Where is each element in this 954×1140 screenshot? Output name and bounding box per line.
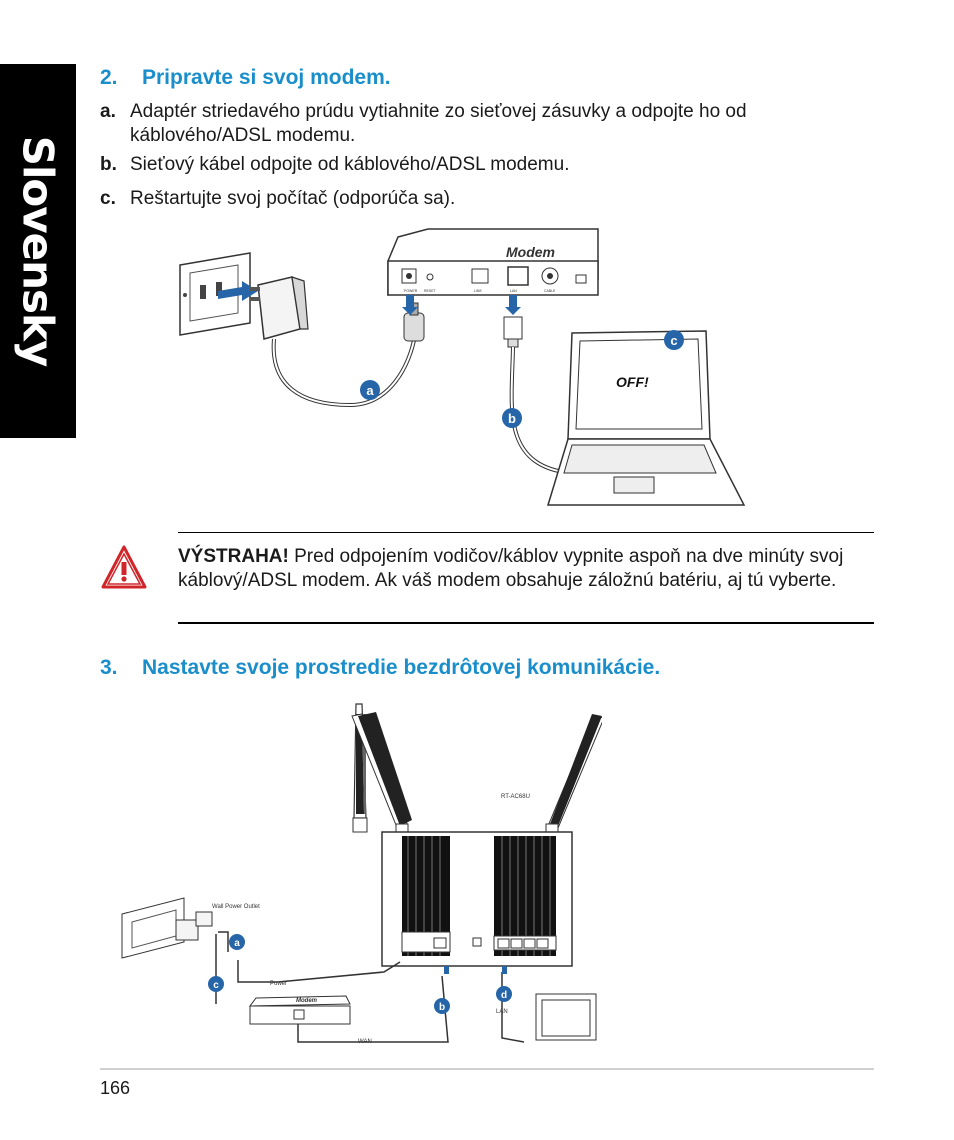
modem-device-small: Modem <box>248 995 351 1025</box>
wall-outlet-label: Wall Power Outlet <box>212 904 260 910</box>
ethernet-plug <box>503 316 523 348</box>
callout-b-small-icon: b <box>434 998 450 1014</box>
wan-label: WAN <box>358 1039 372 1045</box>
svg-text:b: b <box>508 411 516 426</box>
warning-top-rule <box>178 532 874 533</box>
modem-label: Modem <box>506 244 555 260</box>
item-text: Reštartujte svoj počítač (odporúča sa). <box>130 188 456 209</box>
port-label-reset: RESET <box>424 289 437 293</box>
antennas <box>351 703 602 837</box>
step2-heading: 2. Pripravte si svoj modem. <box>100 66 391 90</box>
step3-number: 3. <box>100 656 118 679</box>
router-setup-figure: RT-AC68U Wall Power Outlet Power WAN <box>121 703 602 1045</box>
step2-item-b: b. Sieťový kábel odpojte od káblového/AD… <box>100 153 860 177</box>
modem-label-small: Modem <box>296 998 318 1004</box>
svg-text:d: d <box>501 990 507 1001</box>
footer-rule <box>100 1068 874 1070</box>
callout-c-small-icon: c <box>208 976 224 992</box>
warning-text: VÝSTRAHA! Pred odpojením vodičov/káblov … <box>178 545 868 593</box>
warning-bottom-rule <box>178 622 874 624</box>
step2-title: Pripravte si svoj modem. <box>142 66 391 89</box>
router-model-label: RT-AC68U <box>501 794 530 800</box>
callout-a-icon: a <box>360 380 380 400</box>
step2-item-a: a. Adaptér striedavého prúdu vytiahnite … <box>100 100 860 148</box>
port-label-cable: CABLE <box>544 289 556 293</box>
language-side-tab: Slovensky <box>0 64 76 438</box>
unplug-power-arrow-icon <box>406 295 414 307</box>
warning-icon <box>101 545 147 589</box>
callout-a-small-icon: a <box>229 934 245 950</box>
unplug-lan-arrow-icon <box>509 295 517 307</box>
laptop-screen-text: OFF! <box>616 374 649 390</box>
item-label: a. <box>100 101 116 122</box>
item-text: Sieťový kábel odpojte od káblového/ADSL … <box>130 154 570 175</box>
item-label: b. <box>100 154 117 175</box>
power-label: Power <box>270 981 287 987</box>
svg-text:a: a <box>366 383 374 398</box>
wall-outlet-small <box>121 897 213 959</box>
port-label-power: POWER <box>404 289 418 293</box>
lan-arrow-icon <box>502 966 507 974</box>
modem-device: Modem POWER RESET LINE LAN CABLE <box>387 228 599 296</box>
callout-b-icon: b <box>502 408 522 428</box>
warning-title: VÝSTRAHA! <box>178 546 289 567</box>
port-label-line: LINE <box>474 289 482 293</box>
power-adapter <box>250 276 309 340</box>
wall-outlet <box>179 252 251 336</box>
lan-label: LAN <box>496 1009 508 1015</box>
laptop: OFF! <box>546 330 746 506</box>
callout-c-icon: c <box>664 330 684 350</box>
step2-item-c: c. Reštartujte svoj počítač (odporúča sa… <box>100 187 860 211</box>
modem-disconnect-figure: Modem POWER RESET LINE LAN CABLE OFF! a <box>179 228 746 506</box>
unplug-arrow-icon <box>218 281 258 301</box>
router-device <box>381 831 573 967</box>
svg-text:b: b <box>439 1002 445 1013</box>
step3-heading: 3. Nastavte svoje prostredie bezdrôtovej … <box>100 656 660 680</box>
callout-d-small-icon: d <box>496 986 512 1002</box>
page-number: 166 <box>100 1078 131 1098</box>
step2-number: 2. <box>100 66 118 89</box>
port-label-lan: LAN <box>510 289 517 293</box>
item-label: c. <box>100 188 116 209</box>
warning-body: Pred odpojením vodičov/káblov vypnite as… <box>178 546 844 591</box>
svg-text:a: a <box>234 938 240 949</box>
step3-title: Nastavte svoje prostredie bezdrôtovej ko… <box>142 656 661 679</box>
svg-text:c: c <box>213 980 219 991</box>
language-label: Slovensky <box>13 135 63 367</box>
laptop-small <box>535 993 597 1041</box>
svg-text:c: c <box>670 333 677 348</box>
wan-arrow-icon <box>444 966 449 974</box>
item-text: Adaptér striedavého prúdu vytiahnite zo … <box>130 101 747 146</box>
